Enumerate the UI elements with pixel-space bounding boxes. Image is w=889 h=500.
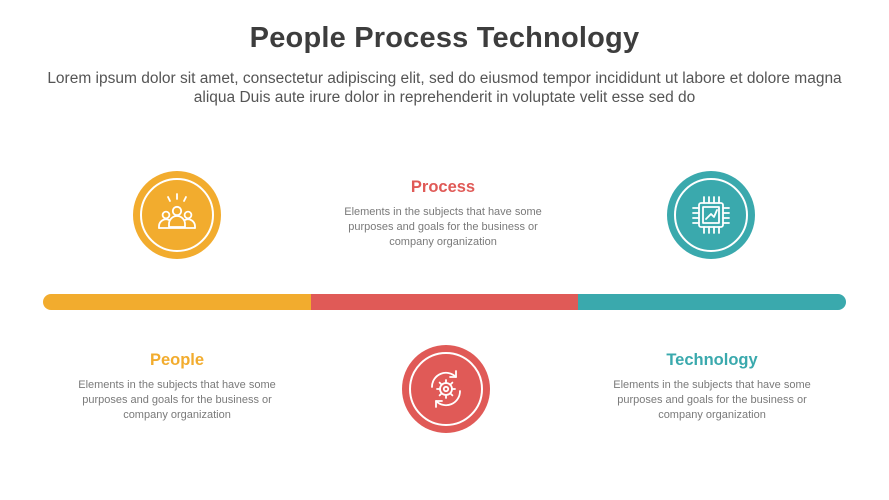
process-description: Elements in the subjects that have some …: [344, 206, 542, 248]
people-title: People: [149, 351, 205, 369]
technology-block: Technology Elements in the subjects that…: [612, 351, 812, 423]
process-title: Process: [410, 178, 476, 196]
people-description: Elements in the subjects that have some …: [78, 379, 276, 421]
timeline-bar-technology: [578, 294, 846, 310]
technology-title: Technology: [666, 351, 758, 369]
page-title: People Process Technology: [249, 22, 640, 54]
technology-circle: [667, 171, 755, 259]
process-block: Process Elements in the subjects that ha…: [343, 178, 543, 250]
cpu-chip-icon: [692, 196, 730, 234]
people-block: People Elements in the subjects that hav…: [77, 351, 277, 423]
people-group-icon: [158, 193, 196, 229]
people-circle: [133, 171, 221, 259]
gear-cycle-icon: [431, 370, 461, 408]
timeline-bar-people: [43, 294, 311, 310]
timeline-bar-process: [311, 294, 578, 310]
page-subtitle: Lorem ipsum dolor sit amet, consectetur …: [47, 70, 842, 106]
technology-description: Elements in the subjects that have some …: [613, 379, 811, 421]
process-circle: [402, 345, 490, 433]
